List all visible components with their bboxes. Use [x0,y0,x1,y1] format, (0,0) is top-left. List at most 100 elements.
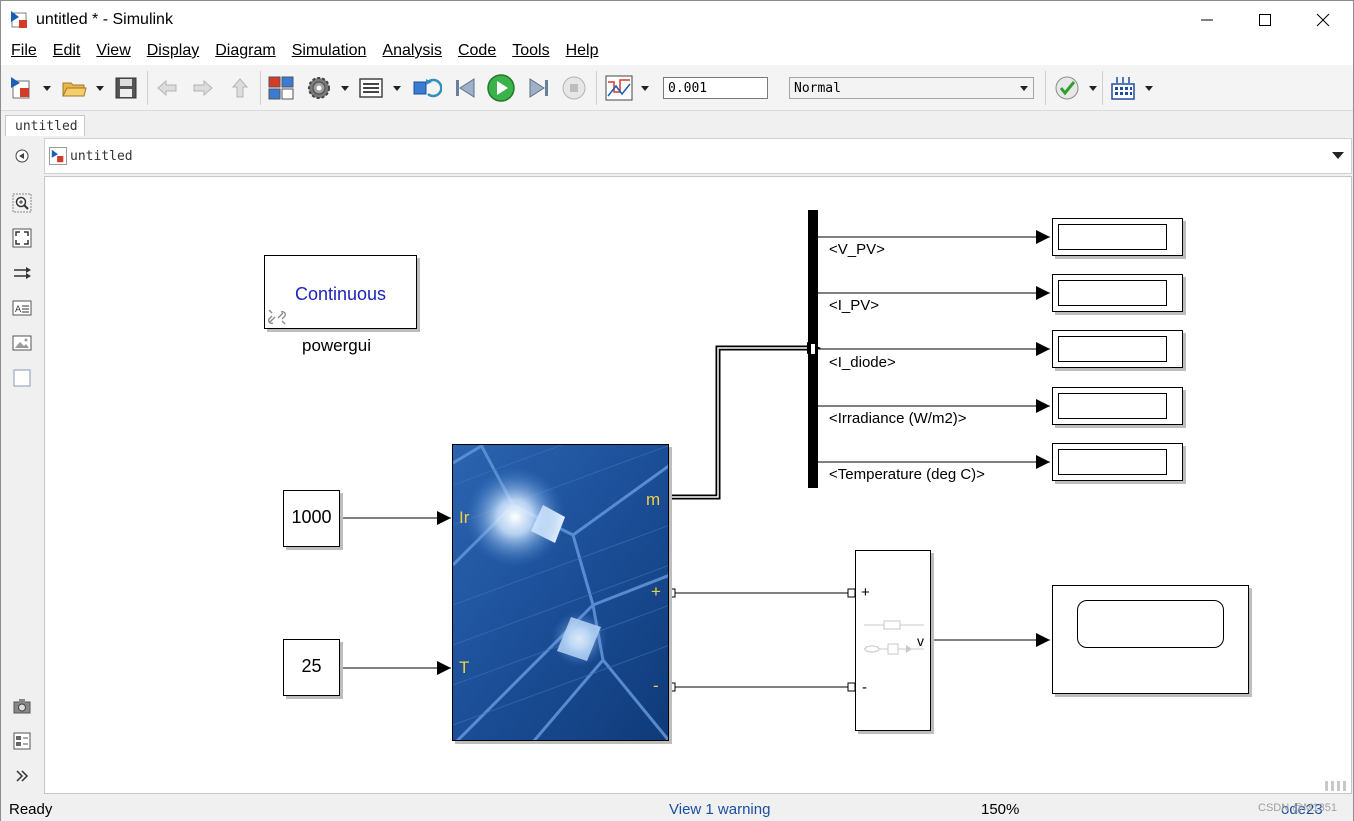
back-button[interactable] [153,73,181,103]
close-button[interactable] [1294,1,1352,38]
zoom-level: 150% [981,801,1020,818]
update-diagram-button[interactable] [411,73,443,103]
fit-to-view-button[interactable] [11,227,33,249]
watermark: CSDN @M1351 [1258,802,1338,814]
svg-text:A: A [15,305,22,315]
pv-port-t: T [459,658,470,677]
simulation-mode-select[interactable]: Normal [789,77,1034,99]
step-back-button[interactable] [451,73,481,103]
powergui-block[interactable]: Continuous [264,255,417,329]
build-button[interactable] [1107,73,1139,103]
voltmeter-port-minus: - [862,679,867,696]
status-bar: Ready View 1 warning 150% ode23 CSDN @M1… [1,796,1353,821]
chevron-down-icon [1020,86,1028,91]
forward-button[interactable] [189,73,217,103]
forward-icon [193,79,213,97]
address-path[interactable]: untitled [70,149,133,164]
constant-temperature-block[interactable]: 25 [283,639,340,696]
save-icon [115,77,137,99]
menu-help[interactable]: Help [565,42,599,59]
area-button[interactable] [11,367,33,389]
tab-untitled[interactable]: untitled [5,115,85,136]
model-advisor-button[interactable] [1051,73,1083,103]
new-model-button[interactable] [7,73,37,103]
new-model-icon [11,77,30,99]
double-chevron-right-icon [16,770,29,782]
save-button[interactable] [112,73,140,103]
pv-port-plus: + [651,582,661,601]
image-icon [12,335,32,351]
annotation-button[interactable]: A [11,297,33,319]
back-icon [157,79,177,97]
stop-button[interactable] [559,73,589,103]
pv-array-block[interactable]: Ir T m + - [452,444,669,741]
menu-display[interactable]: Display [146,42,200,59]
display-readout [1058,449,1167,475]
hide-arrows-button[interactable] [11,262,33,284]
library-browser-button[interactable] [265,73,297,103]
model-browser-button[interactable] [11,730,33,752]
camera-icon [13,699,31,714]
menu-code[interactable]: Code [457,42,497,59]
menu-simulation[interactable]: Simulation [291,42,367,59]
resize-grip-icon[interactable] [1325,779,1349,793]
zoom-button[interactable] [11,192,33,214]
bus-selector-port [810,343,816,355]
maximize-icon [1259,13,1271,26]
wire-measurement-bus [668,345,807,500]
solver-link[interactable]: ode23 [1281,801,1323,818]
run-icon [487,74,515,102]
display-temperature[interactable] [1052,443,1183,481]
step-forward-button[interactable] [523,73,553,103]
hide-explorer-button[interactable] [11,145,33,167]
signal-label-idiode: <I_diode> [829,354,896,371]
display-irradiance[interactable] [1052,387,1183,425]
step-back-icon [456,78,475,98]
menu-analysis[interactable]: Analysis [382,42,442,59]
model-canvas[interactable]: Continuous powergui 1000 25 [44,176,1352,794]
model-browser-icon [13,732,31,750]
scope-block[interactable] [1052,585,1249,694]
display-idiode[interactable] [1052,330,1183,368]
screenshot-button[interactable] [11,695,33,717]
simulation-mode-value: Normal [794,81,841,96]
stop-time-input[interactable]: 0.001 [663,77,768,99]
minimize-button[interactable] [1178,1,1236,38]
run-button[interactable] [485,73,517,103]
chevron-down-icon[interactable] [1332,152,1344,159]
menu-edit[interactable]: Edit [52,42,81,59]
maximize-button[interactable] [1236,1,1294,38]
constant-irradiance-value: 1000 [291,507,332,527]
gear-icon [308,77,330,99]
expand-palette-button[interactable] [11,765,33,787]
display-ipv[interactable] [1052,274,1183,312]
pv-port-minus: - [653,676,659,695]
menu-diagram[interactable]: Diagram [215,42,276,59]
pv-port-ir: Ir [459,508,470,527]
display-vpv[interactable] [1052,218,1183,256]
voltage-measurement-block[interactable]: + - v [855,550,931,731]
display-readout [1058,224,1167,250]
title-bar: untitled * - Simulink [1,1,1353,38]
build-icon [1111,77,1135,100]
menu-tools[interactable]: Tools [512,42,550,59]
constant-irradiance-block[interactable]: 1000 [283,490,340,547]
image-button[interactable] [11,332,33,354]
model-explorer-button[interactable] [355,73,387,103]
window-title: untitled * - Simulink [36,11,173,28]
up-button[interactable] [226,73,254,103]
signal-label-ipv: <I_PV> [829,297,880,314]
voltmeter-icon [864,620,924,655]
menu-view[interactable]: View [96,42,131,59]
menu-file[interactable]: File [11,42,37,59]
data-inspector-button[interactable] [602,73,636,103]
left-palette: A [1,138,43,795]
display-readout [1058,393,1167,419]
arrows-icon [14,267,31,279]
model-config-button[interactable] [303,73,335,103]
view-warning-link[interactable]: View 1 warning [669,801,771,818]
voltmeter-port-plus: + [861,584,870,601]
stop-icon [562,76,586,100]
data-inspector-icon [605,75,633,101]
open-button[interactable] [59,73,89,103]
